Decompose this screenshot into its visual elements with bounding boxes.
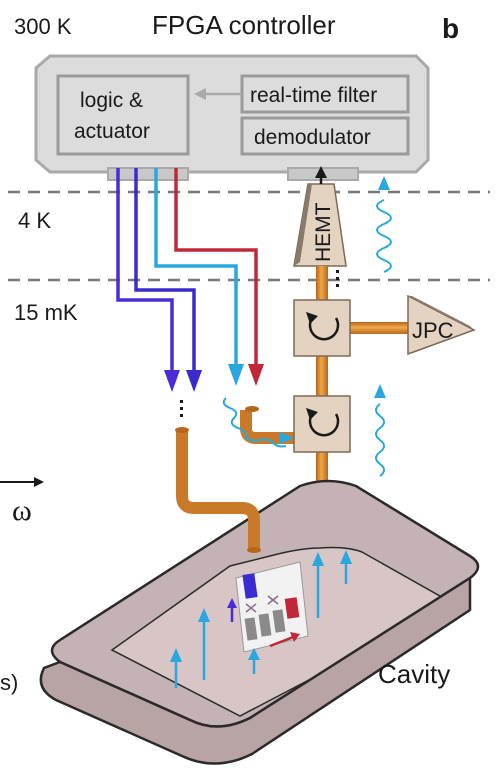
fpga-title: FPGA controller — [152, 10, 336, 40]
chip-junction-2 — [267, 595, 279, 605]
copper-drive-pipe-bottom — [247, 547, 261, 553]
copper-line-circ1-to-jpc — [348, 322, 412, 334]
chip-violet-arrowhead — [227, 598, 237, 608]
control-line-violet — [116, 168, 174, 372]
omega-label: ω — [12, 494, 32, 527]
copper-line-circ1-to-circ2 — [316, 356, 328, 396]
circulator-lower-icon-head — [306, 408, 318, 420]
hemt-shadow — [294, 184, 312, 266]
chip-red-arrowhead — [290, 632, 300, 642]
cavity-emission-arrowhead — [374, 384, 386, 398]
cavity-emission-squiggle — [375, 403, 385, 477]
chip-pad-gray-1 — [244, 617, 258, 641]
copper-drive-pipe — [176, 430, 260, 548]
jpc-shadow — [408, 296, 474, 330]
fpga-connector-left — [107, 167, 189, 181]
chip-pad-gray-2 — [258, 613, 272, 637]
copper-input-pipe — [240, 410, 294, 444]
output-wave-squiggle — [376, 199, 392, 273]
control-line-cyan-arrowhead — [228, 364, 244, 386]
hemt-label: HEMT — [312, 202, 335, 262]
temp-15mk-label: 15 mK — [14, 300, 78, 325]
ellipsis-dots-right — [336, 270, 339, 287]
panel-label: b — [442, 13, 459, 44]
chip-pad-blue — [242, 573, 258, 599]
control-line-violet-arrowhead — [164, 370, 180, 392]
chip-pad-red — [284, 597, 300, 619]
control-line-cyan — [154, 168, 238, 366]
jpc-label: JPC — [412, 318, 454, 343]
circulator-lower-icon — [308, 413, 340, 437]
hemt-to-demod-arrowhead — [315, 166, 327, 178]
filter-to-logic-arrowhead — [194, 88, 206, 100]
circulator-upper-icon-head — [306, 312, 318, 324]
omega-axis-arrowhead — [34, 477, 44, 487]
copper-line-hemt-to-circ1 — [316, 266, 328, 300]
demodulator-box — [240, 116, 410, 156]
input-wave-squiggle — [222, 397, 287, 448]
copper-input-pipe-end — [245, 406, 259, 412]
cavity-label: Cavity — [378, 659, 450, 689]
control-line-blue-arrowhead — [186, 370, 202, 392]
cavity-front-side — [39, 575, 472, 765]
control-line-red — [174, 168, 258, 366]
logic-actuator-box — [56, 74, 190, 156]
left-edge-fragment: s) — [0, 670, 18, 695]
output-wave-arrowhead — [378, 176, 390, 190]
control-line-red-arrowhead — [248, 364, 264, 386]
ellipsis-dots-left — [180, 400, 183, 417]
circulator-lower — [293, 395, 351, 453]
logic-label-line2: actuator — [74, 120, 150, 143]
chip-junction-1 — [245, 603, 257, 613]
copper-drive-pipe-top — [175, 427, 189, 433]
chip-red-arrow — [269, 634, 297, 648]
input-wave-arrowhead — [280, 432, 294, 444]
logic-label-line1: logic & — [80, 89, 143, 112]
chip-pad-gray-3 — [272, 609, 286, 633]
temp-4k-label: 4 K — [18, 208, 51, 233]
realtime-filter-box — [240, 74, 410, 114]
circulator-upper-icon — [308, 317, 340, 341]
control-line-blue — [134, 168, 196, 372]
realtime-filter-label: real-time filter — [250, 84, 377, 107]
demodulator-label: demodulator — [254, 126, 371, 149]
temp-300k-label: 300 K — [14, 14, 72, 39]
cavity-field-arrows — [170, 550, 352, 688]
circulator-upper — [293, 299, 351, 357]
